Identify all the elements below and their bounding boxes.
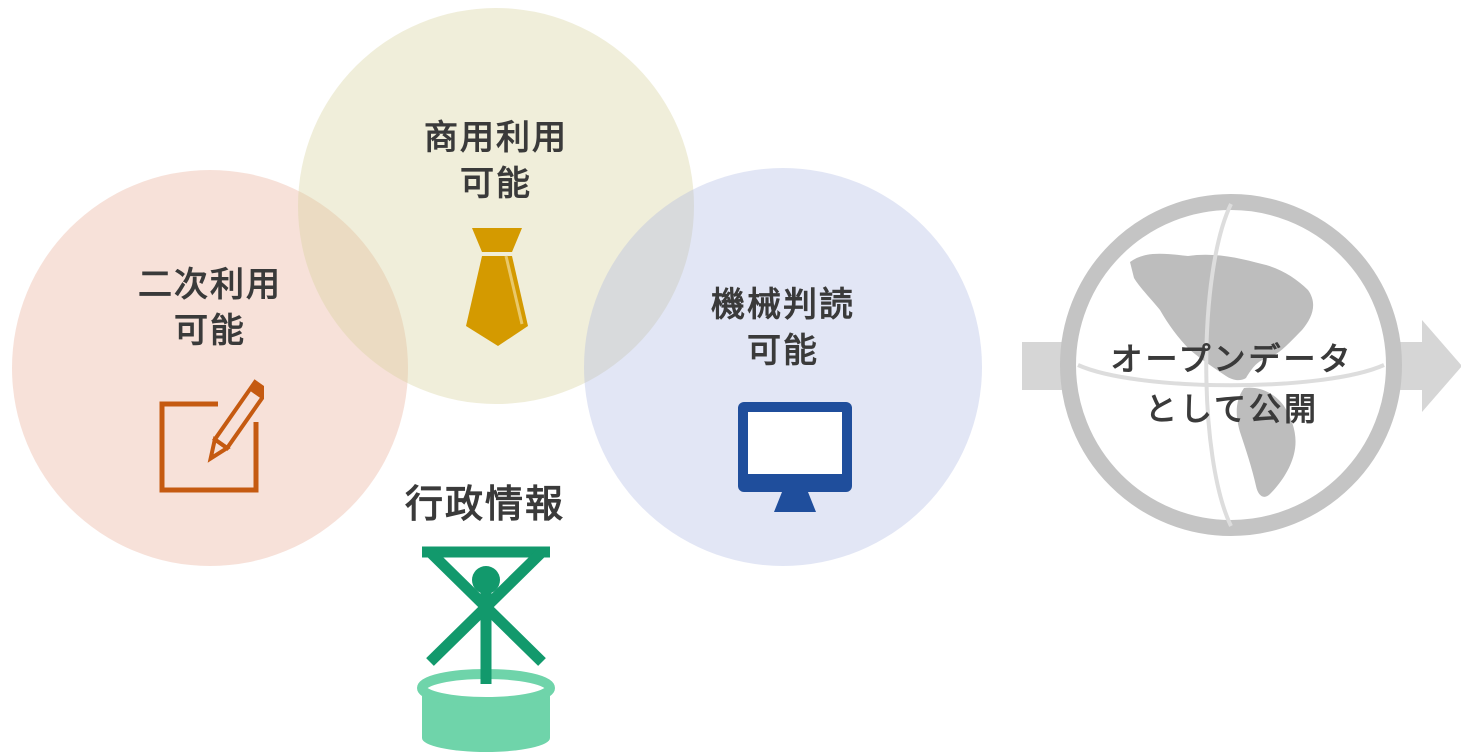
pencil-note-icon xyxy=(159,379,264,493)
secondary-use-label: 二次利用 可能 xyxy=(110,262,310,354)
admin-info-label: 行政情報 xyxy=(404,482,565,526)
monitor-icon xyxy=(738,402,852,512)
machine-readable-label: 機械判読 可能 xyxy=(683,282,883,374)
open-data-line1: オープンデータ xyxy=(1110,340,1354,378)
commercial-use-line1: 商用利用 xyxy=(424,118,568,158)
commercial-use-label: 商用利用 可能 xyxy=(396,115,596,207)
open-data-line2: として公開 xyxy=(1144,390,1320,428)
open-data-label: オープンデータ として公開 xyxy=(1082,334,1382,434)
necktie-icon xyxy=(466,228,528,346)
secondary-use-line2: 可能 xyxy=(174,311,246,351)
secondary-use-circle xyxy=(12,170,408,566)
machine-readable-line2: 可能 xyxy=(747,331,819,371)
machine-readable-line1: 機械判読 xyxy=(711,285,855,325)
government-database-icon xyxy=(417,546,555,752)
globe-arrow-icon xyxy=(1022,194,1461,536)
commercial-use-line2: 可能 xyxy=(460,164,532,204)
secondary-use-line1: 二次利用 xyxy=(138,265,282,305)
